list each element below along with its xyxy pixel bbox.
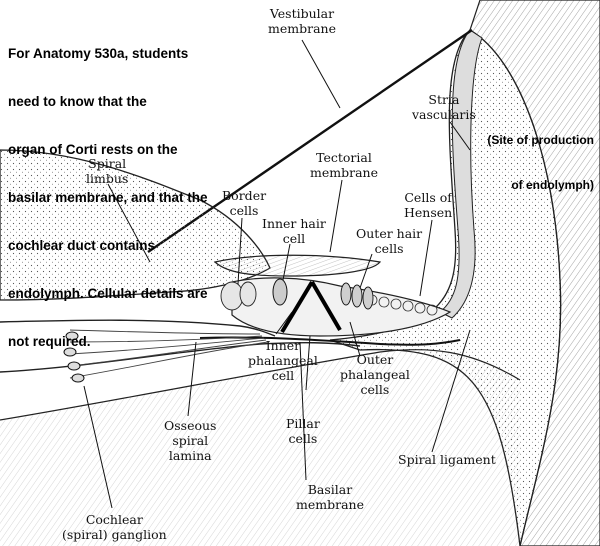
- border-cells-shapes: [221, 282, 256, 310]
- label-pillar-cells: Pillar cells: [286, 416, 320, 446]
- label-outer-hair-cells: Outer hair cells: [356, 226, 422, 256]
- label-spiral-limbus: Spiral limbus: [86, 156, 128, 186]
- label-outer-phalangeal-cells: Outer phalangeal cells: [340, 352, 410, 397]
- label-osseous-spiral-lamina: Osseous spiral lamina: [164, 418, 216, 463]
- endolymph-note-line-1: (Site of production: [487, 133, 594, 148]
- label-stria-vascularis: Stria vascularis: [412, 92, 476, 122]
- note-line-7: not required.: [8, 334, 208, 350]
- label-spiral-ligament: Spiral ligament: [398, 452, 496, 467]
- label-cells-of-hensen: Cells of Hensen: [404, 190, 452, 220]
- note-line-1: For Anatomy 530a, students: [8, 46, 208, 62]
- endolymph-note-line-2: of endolymph): [487, 178, 594, 193]
- note-line-2: need to know that the: [8, 94, 208, 110]
- label-cochlear-ganglion: Cochlear (spiral) ganglion: [62, 512, 167, 542]
- label-tectorial-membrane: Tectorial membrane: [310, 150, 378, 180]
- label-inner-hair-cell: Inner hair cell: [262, 216, 326, 246]
- endolymph-note: (Site of production of endolymph): [487, 103, 594, 208]
- note-line-6: endolymph. Cellular details are: [8, 286, 208, 302]
- label-border-cells: Border cells: [222, 188, 266, 218]
- note-line-4: basilar membrane, and that the: [8, 190, 208, 206]
- anatomy-note: For Anatomy 530a, students need to know …: [8, 14, 208, 366]
- note-line-5: cochlear duct contains: [8, 238, 208, 254]
- label-basilar-membrane: Basilar membrane: [296, 482, 364, 512]
- outer-hair-cells-shapes: [341, 283, 373, 309]
- label-vestibular-membrane: Vestibular membrane: [268, 6, 336, 36]
- label-inner-phalangeal-cell: Inner phalangeal cell: [248, 338, 318, 383]
- inner-hair-cell-body: [273, 279, 287, 305]
